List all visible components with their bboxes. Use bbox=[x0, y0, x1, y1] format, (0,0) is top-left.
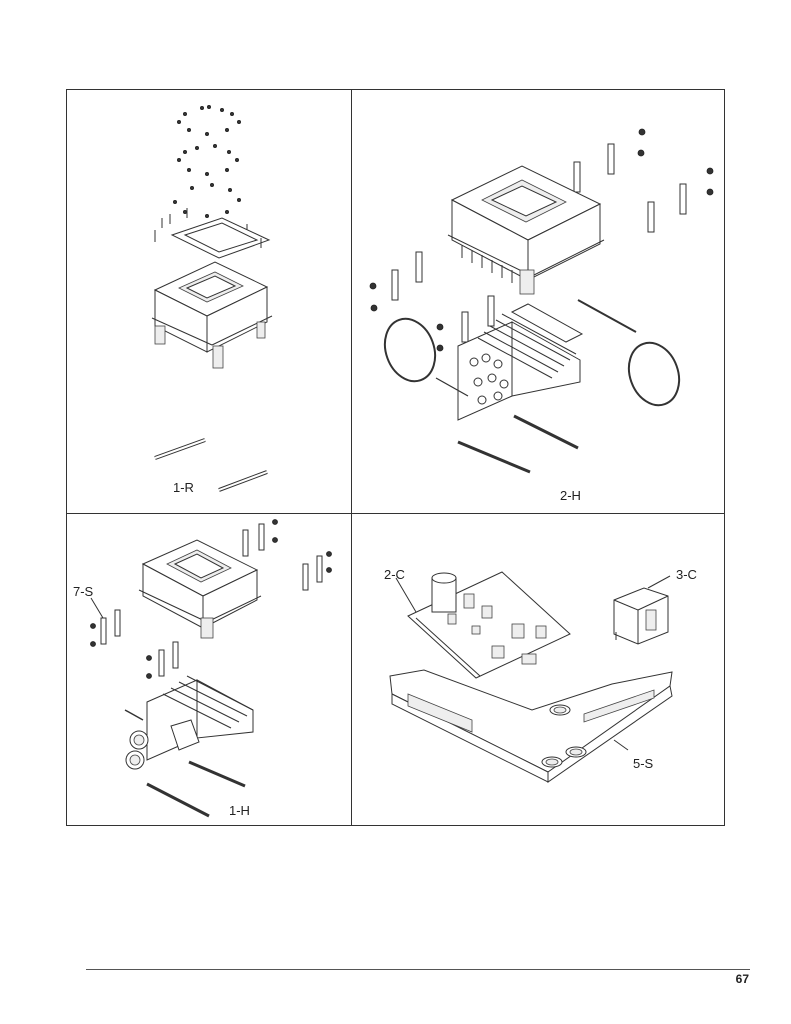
part-label: 5-S bbox=[633, 756, 654, 771]
heat-exchanger-core bbox=[457, 303, 584, 421]
leader-line-3-c bbox=[647, 575, 671, 589]
parts-diagram-grid bbox=[66, 89, 725, 826]
part-label: 7-S bbox=[73, 584, 94, 599]
bolt-ring-3 bbox=[161, 183, 248, 234]
base-tray bbox=[389, 669, 673, 783]
exploded-burner-top-assembly-drawing bbox=[151, 104, 273, 492]
part-label: 1-R bbox=[173, 480, 194, 495]
grid-divider-vertical bbox=[351, 89, 352, 826]
heat-exchanger-core-with-pipes bbox=[124, 675, 254, 770]
connector-pins bbox=[461, 245, 513, 283]
part-label: 1-H bbox=[229, 803, 250, 818]
leader-line-5-s bbox=[613, 739, 629, 751]
leader-line-2-c bbox=[395, 577, 417, 613]
heat-exchanger-box bbox=[138, 539, 262, 639]
exploded-heat-exchanger-with-pipes-drawing bbox=[90, 519, 332, 818]
bracket-set bbox=[391, 143, 687, 343]
page-number: 67 bbox=[735, 972, 749, 986]
bolt-ring-2 bbox=[177, 144, 239, 177]
burner-box bbox=[151, 261, 273, 369]
control-board-transformer-base-drawing bbox=[389, 571, 673, 783]
leader-line-7-s bbox=[90, 597, 104, 619]
panel-top-left: 1-R bbox=[67, 90, 351, 513]
gasket-plate bbox=[154, 217, 271, 259]
part-label: 3-C bbox=[676, 567, 697, 582]
part-label: 2-H bbox=[560, 488, 581, 503]
bolt-ring-1 bbox=[177, 104, 241, 137]
part-label: 2-C bbox=[384, 567, 405, 582]
exploded-heat-exchanger-drawing bbox=[369, 128, 714, 474]
transformer bbox=[613, 587, 669, 645]
heat-exchanger-box bbox=[447, 165, 605, 295]
panel-bottom-left: 7-S 1-H bbox=[67, 514, 351, 825]
panel-bottom-right: 2-C 3-C 5-S bbox=[352, 514, 724, 825]
control-board bbox=[407, 571, 571, 679]
panel-top-right: 2-H bbox=[352, 90, 724, 513]
grid-divider-horizontal bbox=[66, 513, 725, 514]
footer-rule bbox=[86, 969, 750, 970]
